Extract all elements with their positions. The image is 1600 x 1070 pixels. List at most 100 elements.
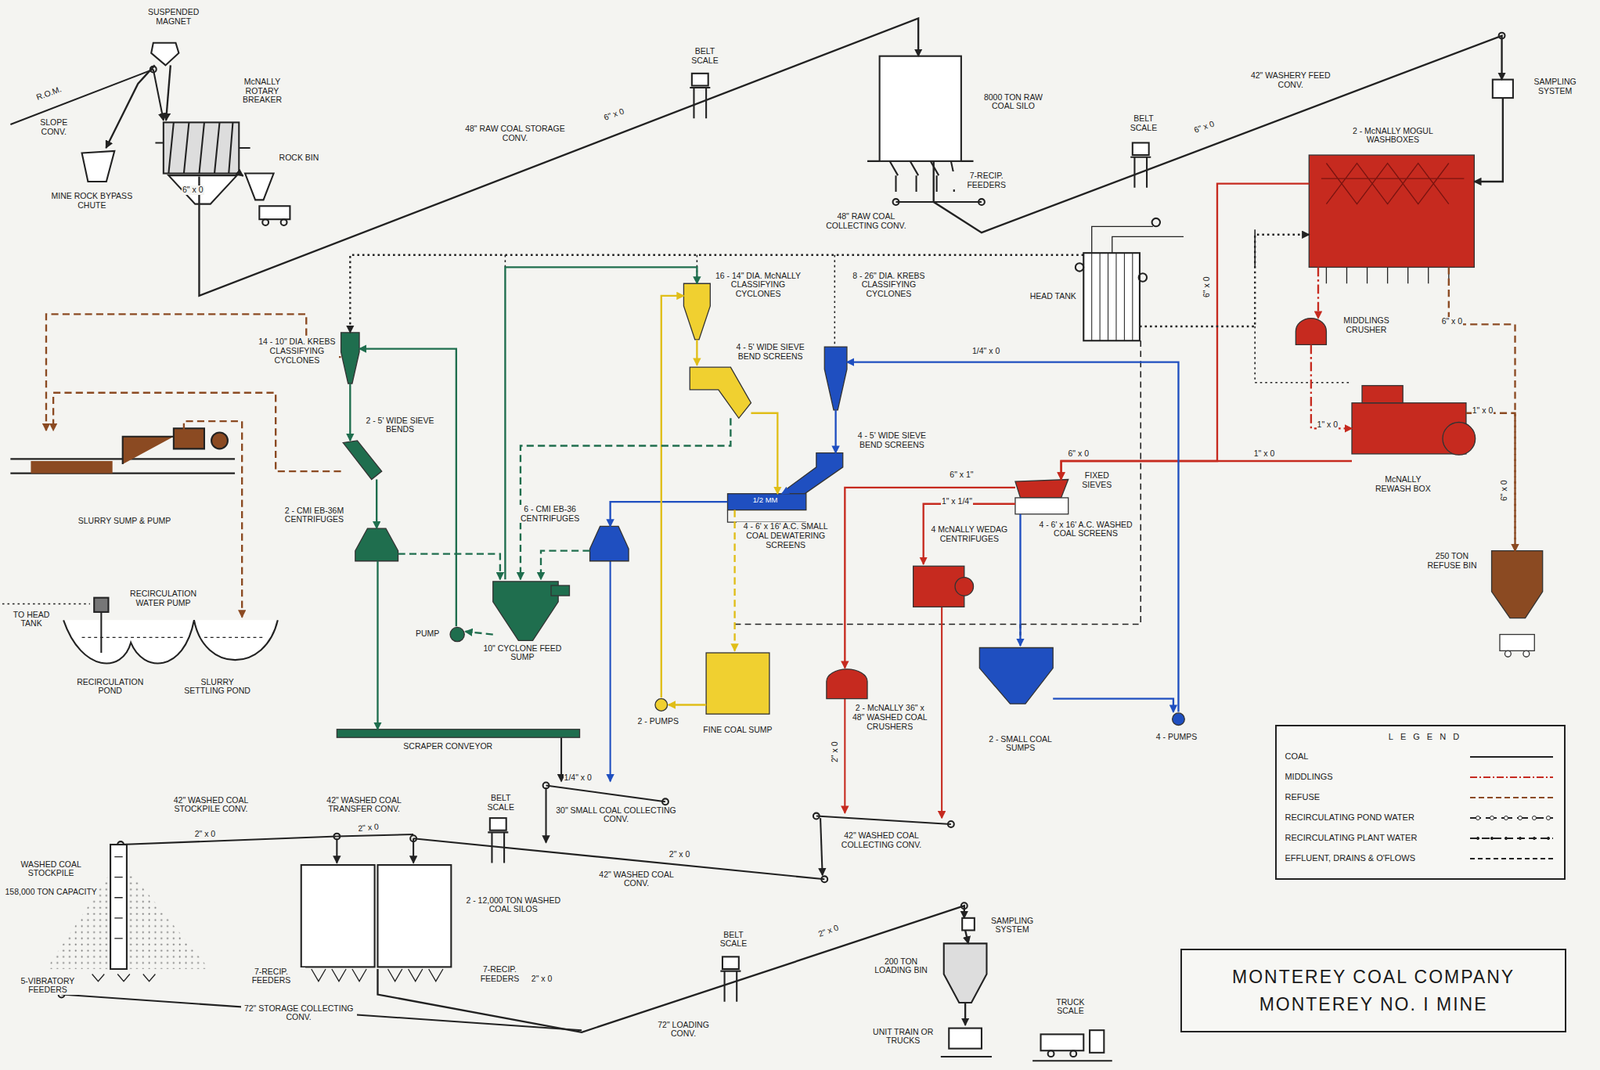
equipment-node: 14 - 10" DIA. KREBS CLASSIFYING CYCLONES [340, 332, 359, 384]
equipment-node: 4 - 5' WIDE SIEVE BEND SCREENS [689, 365, 751, 419]
equipment-node: McNALLY REWASH BOX [1351, 385, 1467, 468]
flow-label: 6" x 0 [1499, 479, 1510, 503]
flow-connector [359, 349, 457, 627]
legend-row: RECIRCULATING POND WATER [1276, 812, 1564, 833]
equipment-node: 200 TON LOADING BIN [944, 944, 988, 1004]
flow-connector [398, 554, 501, 581]
flow-connector [846, 362, 1179, 713]
flow-label: 1" x 0 [1471, 406, 1495, 416]
equipment-node: 4 - 5' WIDE SIEVE BEND SCREENS [785, 453, 844, 501]
legend-row: REFUSE [1276, 792, 1564, 813]
flow-connector [1317, 266, 1319, 318]
equipment-label: 2 - PUMPS [630, 717, 686, 727]
flow-connector [661, 295, 685, 698]
equipment-node: RECIRCULATION POND [63, 617, 191, 667]
flow-label: 72" STORAGE COLLECTING CONV. [241, 1004, 357, 1023]
equipment-node: SUSPENDED MAGNET [153, 40, 180, 65]
flow-label: 2" x 0 [816, 922, 841, 940]
flow-connector [1448, 266, 1516, 551]
equipment-label: FIXED SIEVES [1069, 471, 1125, 490]
legend-line-sample [1468, 751, 1555, 763]
flow-connector [349, 383, 351, 441]
legend-heading: LEGEND [1387, 731, 1467, 742]
flow-connector [750, 413, 778, 494]
equipment-node: 2 - McNALLY MOGUL WASHBOXES [1308, 154, 1474, 267]
equipment-node: 1/2 MM4 - 6' x 16' A.C. SMALL COAL DEWAT… [727, 493, 806, 511]
equipment-label: SUSPENDED MAGNET [137, 7, 210, 26]
equipment-node: SAMPLING SYSTEM [962, 918, 975, 931]
legend-line-sample [1468, 812, 1555, 824]
flow-label: 42" WASHED COAL CONV. [594, 870, 680, 889]
flow-label: 6" x 0 [1067, 449, 1091, 459]
flow-label: 48" RAW COAL COLLECTING CONV. [812, 212, 921, 231]
flow-connector [53, 392, 341, 472]
flow-connector [540, 551, 591, 580]
equipment-label: SAMPLING SYSTEM [981, 916, 1043, 935]
flow-connector [465, 631, 494, 635]
equipment-label: RECIRCULATION WATER PUMP [114, 589, 213, 608]
flow-label: 6" x 0 [1202, 275, 1212, 299]
equipment-node: 4 McNALLY WEDAG CENTRIFUGES [913, 564, 971, 608]
flow-label: 6" x 0 [601, 106, 627, 123]
equipment-node: 16 - 14" DIA. McNALLY CLASSIFYING CYCLON… [683, 283, 710, 340]
flow-label: BELT SCALE [683, 46, 726, 65]
equipment-label: 2 - CMI EB-36M CENTRIFUGES [273, 506, 355, 525]
flow-connector [520, 418, 731, 580]
equipment-label: McNALLY ROTARY BREAKER [229, 77, 295, 105]
equipment-node: WASHED COAL STOCKPILE158,000 TON CAPACIT… [46, 851, 210, 970]
flow-connector [781, 491, 786, 494]
equipment-label: 4 - 5' WIDE SIEVE BEND SCREENS [850, 431, 933, 450]
equipment-node: FIXED SIEVES [1015, 479, 1069, 498]
flow-label: 42" WASHERY FEED CONV. [1239, 71, 1343, 90]
equipment-node: UNIT TRAIN OR TRUCKS [947, 1025, 984, 1055]
legend-row: MIDDLINGS [1276, 771, 1564, 793]
flow-connector [1139, 234, 1309, 327]
equipment-node: 6 - CMI EB-36 CENTRIFUGES [589, 526, 629, 562]
flow-label: TO HEAD TANK [2, 610, 62, 629]
legend-text: COAL [1284, 751, 1309, 761]
equipment-label: 8000 TON RAW COAL SILO [974, 93, 1053, 112]
equipment-node: SLURRY SETTLING POND [190, 617, 278, 667]
equipment-node: 2 - McNALLY 36" x 48" WASHED COAL CRUSHE… [826, 668, 868, 700]
equipment-node: ROCK BIN [242, 171, 276, 202]
equipment-label: MINE ROCK BYPASS CHUTE [40, 191, 143, 210]
equipment-label: 6 - CMI EB-36 CENTRIFUGES [510, 504, 591, 523]
flow-label: 2" x 0 [530, 974, 554, 984]
equipment-label: 2 - McNALLY 36" x 48" WASHED COAL CRUSHE… [849, 703, 931, 732]
equipment-node: RECIRCULATION WATER PUMP [90, 598, 113, 629]
equipment-label: SAMPLING SYSTEM [1522, 77, 1588, 96]
equipment-label: SCRAPER CONVEYOR [392, 742, 505, 752]
equipment-node: 8000 TON RAW COAL SILO [879, 56, 962, 162]
flow-connector [1311, 344, 1352, 429]
flow-connector [46, 313, 342, 431]
equipment-node: SLURRY SUMP & PUMP [10, 430, 235, 474]
equipment-node: TRUCK SCALE [1038, 1030, 1109, 1060]
equipment-node: 2 - CMI EB-36M CENTRIFUGES [355, 528, 399, 562]
legend-text: RECIRCULATING POND WATER [1284, 812, 1414, 822]
legend-text: RECIRCULATING PLANT WATER [1284, 832, 1417, 843]
equipment-label: 250 TON REFUSE BIN [1418, 551, 1486, 570]
flow-label: 42" WASHED COAL COLLECTING CONV. [824, 831, 938, 850]
equipment-node: PUMP [449, 626, 466, 643]
flow-label: 6" x 0 [1441, 317, 1464, 327]
flow-connector [834, 410, 837, 454]
flow-label: BELT SCALE [1122, 114, 1165, 133]
equipment-label: 4 - PUMPS [1149, 732, 1204, 743]
flow-label: 42" WASHED COAL TRANSFER CONV. [306, 796, 422, 815]
equipment-label: PUMP [410, 629, 445, 639]
equipment-label: 2 - SMALL COAL SUMPS [979, 735, 1061, 754]
legend-row: RECIRCULATING PLANT WATER [1276, 832, 1564, 854]
equipment-label: 4 McNALLY WEDAG CENTRIFUGES [926, 525, 1013, 544]
legend-box: COAL MIDDLINGSREFUSERECIRCULATING POND WA… [1275, 724, 1565, 880]
equipment-node: 2 - PUMPS [654, 698, 669, 713]
legend-line-sample [1468, 771, 1555, 783]
equipment-label: 4 - 6' x 16' A.C. SMALL COAL DEWATERING … [736, 522, 835, 550]
equipment-label: ROCK BIN [277, 153, 321, 163]
equipment-label: 16 - 14" DIA. McNALLY CLASSIFYING CYCLON… [713, 271, 802, 300]
equipment-node: HEAD TANK [1083, 252, 1140, 341]
equipment-node: MINE ROCK BYPASS CHUTE [79, 147, 116, 182]
legend-text: EFFLUENT, DRAINS & O'FLOWS [1284, 853, 1416, 863]
equipment-node: 2 - 5' WIDE SIEVE BENDS [340, 440, 382, 480]
flow-label: 6" x 0 [181, 185, 205, 195]
flow-label: 1/4" x 0 [563, 773, 593, 783]
